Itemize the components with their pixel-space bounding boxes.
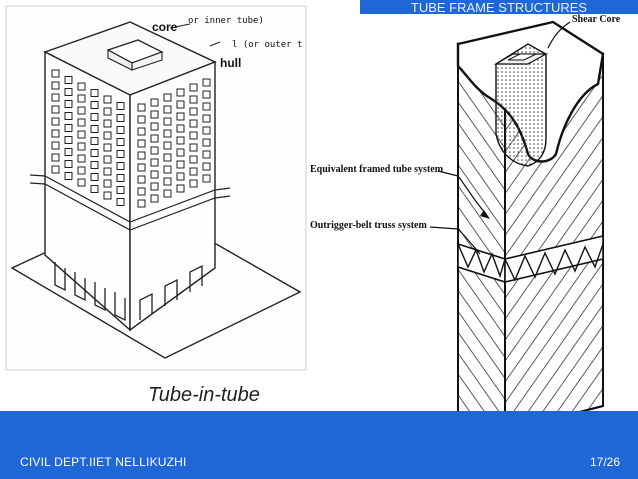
handwritten-note-inner: or inner tube) <box>188 16 264 26</box>
shear-core-label: Shear Core <box>572 14 621 25</box>
slide-title: TUBE FRAME STRUCTURES <box>360 0 638 16</box>
page-number: 17/26 <box>589 455 620 469</box>
framed-tube-figure: Shear Core Equivalent framed tube system… <box>308 14 638 451</box>
tube-in-tube-drawing <box>5 5 307 371</box>
handwritten-note-outer: l (or outer t <box>232 40 303 50</box>
core-label: core <box>152 20 178 34</box>
hull-label: hull <box>220 56 242 70</box>
outrigger-label: Outrigger-belt truss system <box>310 220 427 231</box>
tube-in-tube-figure: or inner tube) l (or outer t core hull T… <box>0 0 310 452</box>
figure-caption: Tube-in-tube <box>148 384 260 406</box>
footer-department: CIVIL DEPT.IIET NELLIKUZHI <box>20 455 187 469</box>
framed-tube-drawing <box>429 20 605 433</box>
footer-bar <box>0 411 638 479</box>
framed-tube-label: Equivalent framed tube system <box>310 164 444 175</box>
